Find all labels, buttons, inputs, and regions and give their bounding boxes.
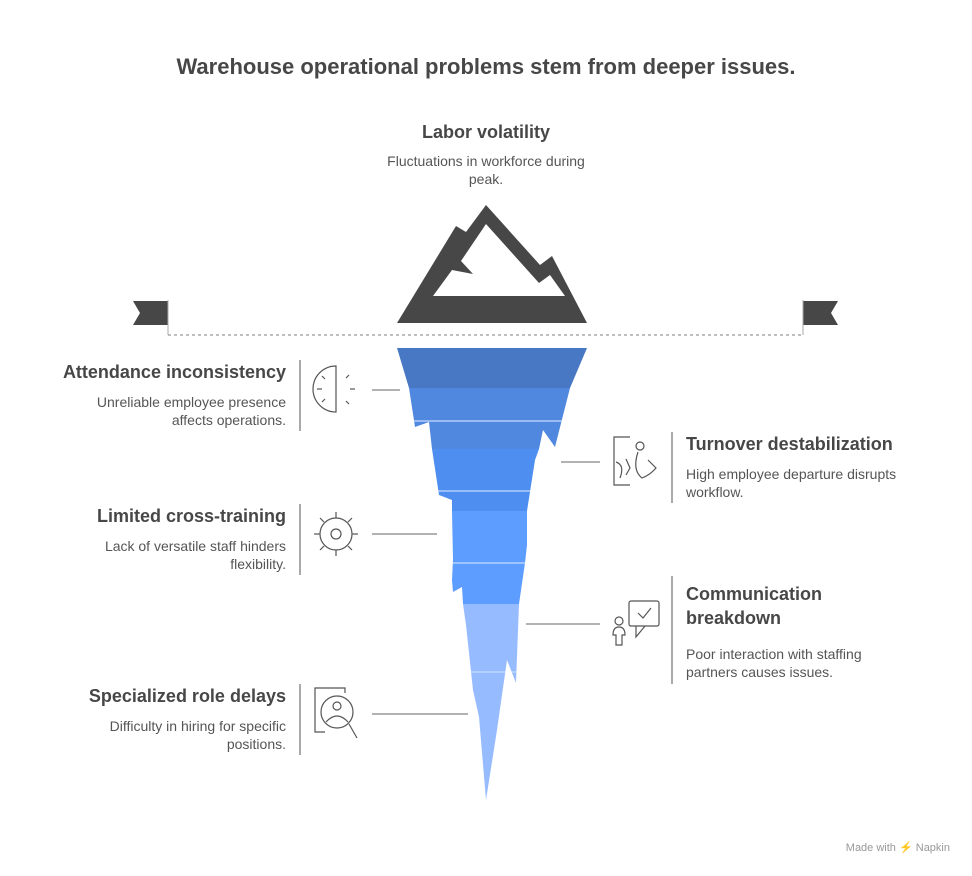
made-with-label: Made with — [845, 842, 896, 854]
right-flag-icon — [802, 300, 838, 335]
divider — [299, 684, 301, 755]
band-5 — [397, 604, 587, 800]
person-chat-icon — [612, 600, 660, 646]
band-4 — [397, 511, 587, 604]
diagram-title: Warehouse operational problems stem from… — [176, 54, 796, 79]
item-title: Specialized role delays — [88, 686, 286, 706]
person-leaving-icon — [613, 436, 657, 486]
item-attendance: Attendance inconsistency Unreliable empl… — [26, 360, 286, 429]
item-title: Communication breakdown — [686, 584, 823, 628]
iceberg-underwater — [397, 348, 587, 800]
band-3 — [397, 449, 587, 511]
brand-label: Napkin — [915, 842, 950, 854]
item-communication: Communication breakdown Poor interaction… — [686, 582, 862, 681]
item-desc: Poor interaction with staffing partners … — [686, 646, 862, 680]
item-desc: Lack of versatile staff hinders flexibil… — [104, 538, 286, 572]
top-item: Labor volatility Fluctuations in workfor… — [336, 120, 636, 188]
connectors — [372, 389, 600, 715]
left-flag-icon — [133, 300, 169, 335]
item-specialized: Specialized role delays Difficulty in hi… — [26, 684, 286, 753]
item-desc: High employee departure disrupts workflo… — [686, 466, 897, 500]
divider — [299, 504, 301, 575]
item-title: Attendance inconsistency — [62, 362, 286, 382]
top-item-desc: Fluctuations in workforce during peak. — [387, 153, 585, 187]
item-desc: Difficulty in hiring for specific positi… — [109, 718, 286, 752]
mountain-icon — [397, 205, 587, 323]
footer-credit[interactable]: Made with ⚡ Napkin — [846, 841, 950, 854]
divider — [671, 432, 673, 503]
item-desc: Unreliable employee presence affects ope… — [96, 394, 286, 428]
divider — [299, 360, 301, 431]
divider — [671, 576, 673, 684]
top-item-title: Labor volatility — [421, 122, 551, 142]
item-title: Limited cross-training — [96, 506, 286, 526]
half-clock-icon — [312, 365, 355, 413]
person-search-icon — [314, 687, 358, 739]
sun-icon — [314, 512, 358, 556]
item-title: Turnover destabilization — [686, 434, 893, 454]
item-cross-training: Limited cross-training Lack of versatile… — [26, 504, 286, 573]
band-1 — [397, 348, 587, 388]
napkin-logo-icon: ⚡ — [898, 842, 913, 854]
item-turnover: Turnover destabilization High employee d… — [686, 432, 926, 501]
band-2 — [397, 388, 587, 449]
